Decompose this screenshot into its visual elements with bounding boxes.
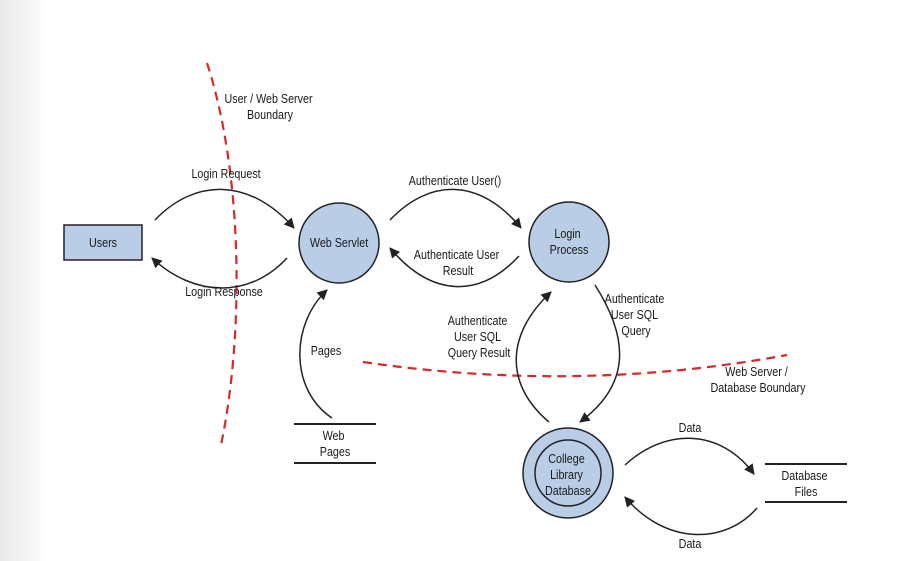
login-request-arrow	[154, 188, 295, 229]
authenticate-user-label: Authenticate User()	[409, 174, 502, 188]
authenticate-user-arrow	[389, 188, 522, 229]
user-web-server-boundary-line	[205, 62, 238, 446]
login-process-label: Login Process	[550, 227, 589, 257]
left-gutter	[0, 0, 48, 561]
login-process	[528, 201, 610, 283]
web-pages-store-label: Web Pages	[320, 429, 351, 459]
web-server-database-boundary-label: Web Server / Database Boundary	[711, 365, 806, 395]
user-web-server-boundary-label: User / Web Server Boundary	[224, 92, 315, 122]
data-to-files-label: Data	[679, 421, 702, 435]
authenticate-user-sql-query-result-label: Authenticate User SQL Query Result	[448, 314, 511, 360]
web-servlet-label: Web Servlet	[310, 236, 369, 250]
college-library-database-label: College Library Database	[545, 452, 591, 498]
users-entity	[63, 224, 143, 261]
web-servlet-process	[298, 202, 380, 284]
users-label: Users	[89, 236, 117, 250]
authenticate-user-sql-query-label: Authenticate User SQL Query	[605, 292, 668, 338]
data-from-files-label: Data	[679, 537, 702, 551]
login-response-arrow	[151, 257, 288, 289]
pages-arrow	[299, 289, 333, 419]
login-request-label: Login Request	[191, 167, 261, 181]
authenticate-user-result-arrow	[389, 247, 520, 288]
pages-label: Pages	[311, 344, 342, 358]
authenticate-user-result-label: Authenticate User Result	[414, 248, 502, 278]
data-to-files-arrow	[624, 437, 755, 475]
web-server-database-boundary-line	[362, 353, 788, 378]
college-library-database-inner	[534, 439, 602, 507]
database-files-store-label: Database Files	[782, 469, 831, 499]
authenticate-user-sql-query-result-arrow	[515, 291, 552, 423]
login-response-label: Login Response	[185, 285, 263, 299]
data-from-files-arrow	[624, 496, 758, 536]
authenticate-user-sql-query-arrow	[579, 284, 621, 423]
